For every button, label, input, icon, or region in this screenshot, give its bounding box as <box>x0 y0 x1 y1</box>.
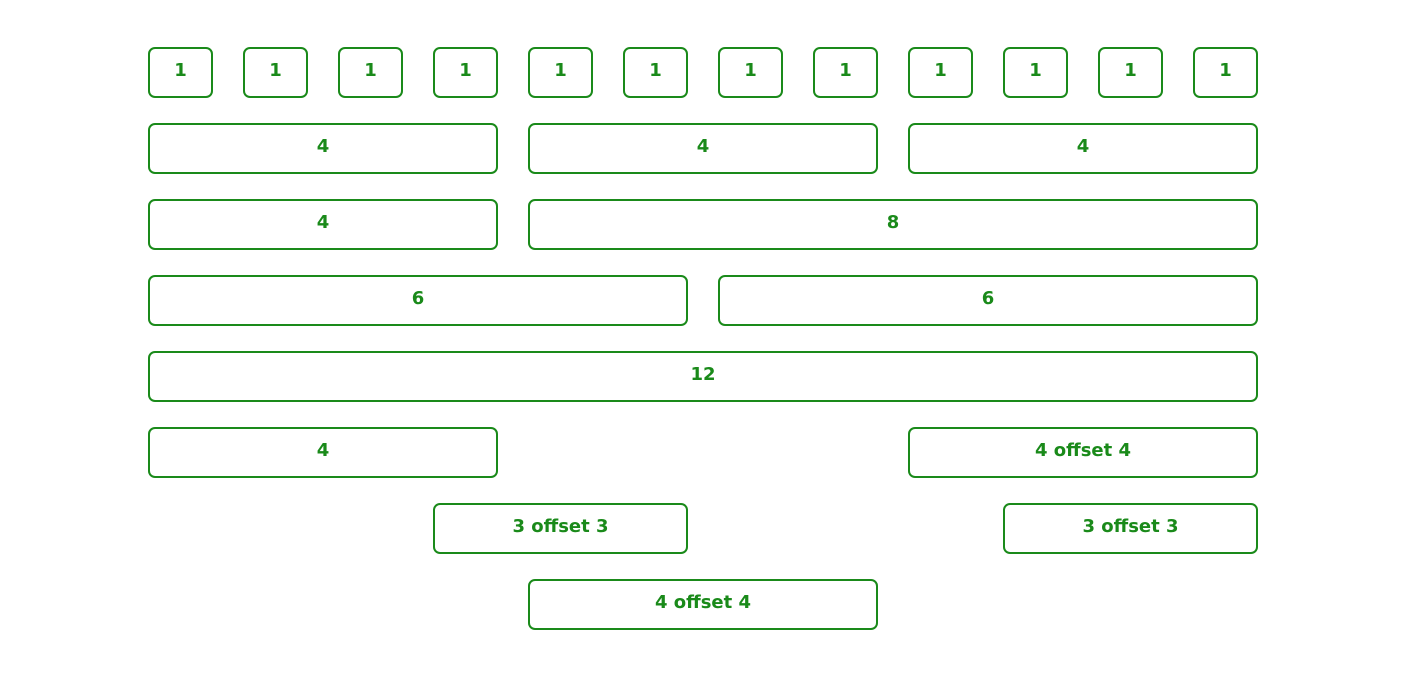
col-1: 1 <box>1083 47 1178 98</box>
col-3-offset-3: 3 offset 3 <box>418 503 703 554</box>
col-1: 1 <box>133 47 228 98</box>
col-box: 1 <box>813 47 878 98</box>
col-box: 6 <box>718 275 1258 326</box>
col-12: 12 <box>133 351 1273 402</box>
col-box: 4 <box>528 123 878 174</box>
col-1: 1 <box>798 47 893 98</box>
col-6: 6 <box>703 275 1273 326</box>
col-1: 1 <box>418 47 513 98</box>
col-box: 1 <box>908 47 973 98</box>
col-box: 1 <box>433 47 498 98</box>
col-1: 1 <box>608 47 703 98</box>
col-4-offset-4: 4 offset 4 <box>893 427 1273 478</box>
col-1: 1 <box>323 47 418 98</box>
col-box: 8 <box>528 199 1258 250</box>
col-4: 4 <box>513 123 893 174</box>
col-1: 1 <box>893 47 988 98</box>
col-box: 3 offset 3 <box>1003 503 1258 554</box>
col-1: 1 <box>228 47 323 98</box>
col-box: 4 <box>148 427 498 478</box>
col-box: 6 <box>148 275 688 326</box>
col-box: 12 <box>148 351 1258 402</box>
col-4: 4 <box>133 199 513 250</box>
col-box: 1 <box>338 47 403 98</box>
grid-row-4: 6 6 <box>133 275 1273 326</box>
col-1: 1 <box>988 47 1083 98</box>
grid-row-8: 4 offset 4 <box>133 579 1273 630</box>
col-box: 4 offset 4 <box>908 427 1258 478</box>
col-box: 4 <box>148 199 498 250</box>
bootstrap-grid: 1 1 1 1 1 1 1 1 1 1 1 1 4 4 4 4 8 6 6 12… <box>148 47 1258 655</box>
col-4-offset-4: 4 offset 4 <box>513 579 893 630</box>
col-4: 4 <box>133 123 513 174</box>
col-box: 1 <box>1193 47 1258 98</box>
col-box: 1 <box>623 47 688 98</box>
col-box: 1 <box>148 47 213 98</box>
grid-row-5: 12 <box>133 351 1273 402</box>
col-box: 4 <box>148 123 498 174</box>
col-box: 1 <box>718 47 783 98</box>
col-box: 1 <box>1003 47 1068 98</box>
grid-row-2: 4 4 4 <box>133 123 1273 174</box>
col-3-offset-3: 3 offset 3 <box>988 503 1273 554</box>
col-box: 4 offset 4 <box>528 579 878 630</box>
col-8: 8 <box>513 199 1273 250</box>
col-box: 1 <box>1098 47 1163 98</box>
col-box: 4 <box>908 123 1258 174</box>
col-1: 1 <box>1178 47 1273 98</box>
col-4: 4 <box>133 427 513 478</box>
col-box: 1 <box>243 47 308 98</box>
grid-row-1: 1 1 1 1 1 1 1 1 1 1 1 1 <box>133 47 1273 98</box>
col-1: 1 <box>703 47 798 98</box>
col-1: 1 <box>513 47 608 98</box>
col-box: 3 offset 3 <box>433 503 688 554</box>
grid-row-6: 4 4 offset 4 <box>133 427 1273 478</box>
col-4: 4 <box>893 123 1273 174</box>
grid-row-3: 4 8 <box>133 199 1273 250</box>
col-6: 6 <box>133 275 703 326</box>
grid-row-7: 3 offset 3 3 offset 3 <box>133 503 1273 554</box>
col-box: 1 <box>528 47 593 98</box>
